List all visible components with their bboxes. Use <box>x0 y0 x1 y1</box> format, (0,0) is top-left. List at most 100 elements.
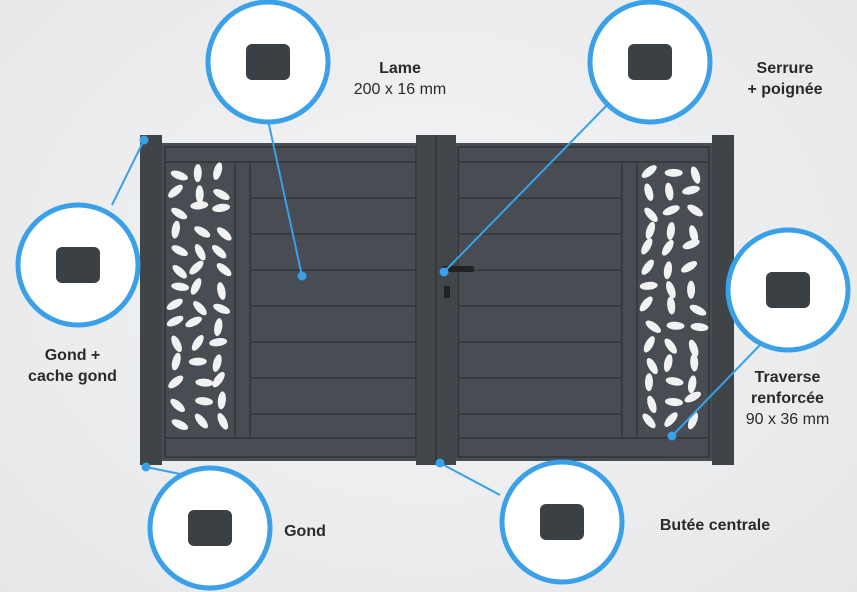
leaf-cutout <box>193 164 202 183</box>
leaf-cutout <box>641 238 653 255</box>
leaf-cutout <box>170 170 188 181</box>
leaf-cutout <box>213 162 223 180</box>
leaf-cutout <box>639 281 658 290</box>
label-serrure: Serrure + poignée <box>720 58 850 100</box>
leaf-cutout <box>643 336 655 353</box>
leaf-cutout <box>217 413 229 430</box>
leaf-cutout <box>211 244 227 259</box>
leaf-cutout <box>171 207 188 220</box>
product-image <box>246 44 290 80</box>
leaf-frame <box>457 146 710 458</box>
product-image <box>188 510 232 546</box>
leaf-cutout <box>687 280 696 299</box>
leaf-cutout <box>217 391 226 410</box>
leaf-cutout <box>682 239 700 250</box>
leader-dot <box>435 458 445 468</box>
leaf-cutout <box>171 245 188 257</box>
gond-cache-line2: cache gond <box>28 368 117 385</box>
traverse-line2: renforcée <box>751 390 824 407</box>
leaf-cutout <box>642 413 656 429</box>
leaf-cutout <box>664 338 677 354</box>
leaf-cutout <box>171 419 189 430</box>
leaf-cutout <box>191 334 204 351</box>
label-lame: Lame 200 x 16 mm <box>330 58 470 100</box>
leaf-cutout <box>171 220 180 239</box>
leaf-cutout <box>209 338 228 347</box>
leader-dot <box>297 271 307 281</box>
leaf-cutout <box>687 412 699 430</box>
left-post <box>140 135 162 465</box>
leaf-cutout <box>185 316 202 328</box>
label-gond: Gond <box>270 521 340 542</box>
leaf-cutout <box>665 182 674 201</box>
leaf-cutout <box>641 165 657 178</box>
leaf-cutout <box>194 226 211 238</box>
leader-line <box>439 462 501 496</box>
leaf-cutout <box>171 352 181 371</box>
product-image <box>628 44 672 80</box>
leaf-cutout <box>666 222 675 240</box>
leaf-cutout <box>195 378 214 387</box>
leaf-cutout <box>664 168 683 177</box>
traverse-line1: Traverse <box>754 369 821 386</box>
leaf-cutout <box>688 339 699 357</box>
leaf-cutout <box>690 166 701 184</box>
leaf-cutout <box>168 184 183 198</box>
leaf-cutout <box>644 207 658 223</box>
leaf-cutout <box>690 322 709 332</box>
leader-line <box>267 119 303 277</box>
leader-line <box>111 139 145 206</box>
leader-line <box>145 466 186 476</box>
leaf-cutout <box>641 259 654 275</box>
leaf-cutout <box>190 201 209 210</box>
leaf-cutout <box>645 221 656 240</box>
leaf-frame <box>164 146 417 458</box>
leader-dot <box>667 431 677 441</box>
leaf-cutout <box>690 353 699 372</box>
leaf-cutout <box>214 318 223 337</box>
leaf-cutout <box>166 315 184 327</box>
left-leaf <box>162 143 419 461</box>
leaf-cutout <box>645 320 661 333</box>
leaf-cutout <box>681 261 698 273</box>
leaf-cutout <box>216 263 232 277</box>
leader-line <box>443 99 613 273</box>
leaf-cutout <box>212 371 225 388</box>
label-butee: Butée centrale <box>640 515 790 536</box>
leaf-cutout <box>689 304 707 316</box>
leaf-cutout <box>166 298 183 311</box>
leader-line <box>671 344 761 437</box>
product-image <box>540 504 584 540</box>
leaf-cutout <box>217 282 226 300</box>
leaf-cutout <box>644 373 653 392</box>
leaf-cutout <box>666 281 676 299</box>
gate <box>140 135 734 465</box>
leaf-cutout <box>195 185 204 204</box>
leaf-cutout <box>171 282 190 291</box>
lame-size: 200 x 16 mm <box>353 81 447 98</box>
leaf-cutout <box>666 321 685 330</box>
right-post <box>712 135 734 465</box>
leaf-cutout <box>188 357 207 366</box>
leaf-cutout <box>212 203 231 213</box>
product-image <box>766 272 810 308</box>
leaf-cutout <box>687 375 697 394</box>
keyhole <box>444 286 450 298</box>
leaf-cutout <box>193 301 207 316</box>
leaf-cutout <box>216 227 232 241</box>
butee-title: Butée centrale <box>659 517 771 534</box>
gond-title: Gond <box>284 523 326 540</box>
leaf-cutout <box>662 205 680 216</box>
leaf-cutout <box>647 395 657 414</box>
leaf-cutout <box>661 239 674 256</box>
leader-dot <box>141 462 151 472</box>
leaf-cutout <box>687 204 704 217</box>
leaf-cutout <box>644 183 654 201</box>
leaf-cutout <box>665 377 684 386</box>
leaf-cutout <box>213 189 230 201</box>
leaf-cutout <box>682 185 700 195</box>
gond-cache-line1: Gond + <box>44 347 101 364</box>
label-gond-cache: Gond + cache gond <box>5 345 140 387</box>
serrure-line1: Serrure <box>756 60 814 77</box>
leaf-cutout <box>190 278 202 295</box>
